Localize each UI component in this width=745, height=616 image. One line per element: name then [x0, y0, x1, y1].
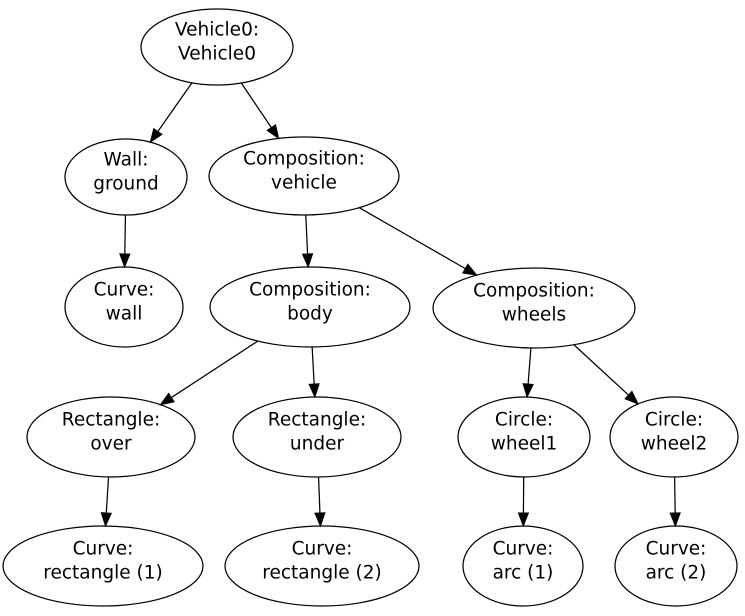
- graph-node-curve-arc-1: Curve: arc (1): [462, 525, 584, 607]
- graph-node-label-line1: Wall:: [104, 150, 149, 171]
- graph-node-label-line1: Curve:: [73, 539, 134, 560]
- graph-edge-composition-wheels--circle-wheel1: [522, 347, 534, 399]
- edge-line: [157, 82, 193, 132]
- graph-node-label-line1: Curve:: [493, 539, 554, 560]
- edge-line: [311, 346, 315, 385]
- edge-line: [124, 214, 127, 255]
- edge-arrowhead-icon: [266, 124, 280, 140]
- graph-node-ellipse: [64, 138, 188, 216]
- graph-node-label-line1: Composition:: [473, 281, 595, 302]
- graph-node-label-line1: Curve:: [292, 539, 353, 560]
- edge-line: [171, 340, 259, 399]
- graph-edge-composition-body--rectangle-under: [308, 346, 320, 399]
- graph-node-curve-wall: Curve: wall: [64, 266, 184, 348]
- graph-node-label-line1: Rectangle:: [268, 410, 366, 431]
- edge-arrowhead-icon: [669, 512, 681, 528]
- graph-node-ellipse: [609, 396, 739, 478]
- graph-node-label-line2: body: [287, 304, 333, 325]
- graph-edge-rectangle-under--curve-rectangle-2: [314, 476, 326, 528]
- graph-node-label-line1: Composition:: [243, 149, 365, 170]
- graph-node-circle-wheel1: Circle: wheel1: [457, 396, 591, 478]
- graph-node-label-line1: Rectangle:: [62, 410, 160, 431]
- graph-node-ellipse: [208, 136, 400, 216]
- graph-node-label-line2: wheel2: [641, 434, 708, 455]
- edge-line: [673, 476, 676, 514]
- graph-node-label-line2: arc (2): [646, 563, 707, 584]
- graph-node-label-line1: Composition:: [249, 280, 371, 301]
- edge-arrowhead-icon: [119, 253, 131, 269]
- graph-node-ellipse: [140, 8, 294, 86]
- graph-node-ellipse: [64, 266, 184, 348]
- graph-node-label-line1: Curve:: [646, 539, 707, 560]
- graph-node-label-line2: vehicle: [271, 173, 337, 194]
- edge-line: [317, 476, 321, 514]
- graph-edge-composition-vehicle--composition-wheels: [358, 207, 478, 276]
- graph-edge-rectangle-over--curve-rectangle-1: [100, 476, 113, 528]
- edge-line: [573, 344, 629, 396]
- edge-arrowhead-icon: [624, 390, 640, 405]
- graph-node-label-line2: ground: [93, 174, 158, 195]
- graph-edge-vehicle0--wall-ground: [149, 82, 193, 144]
- graph-node-vehicle0: Vehicle0: Vehicle0: [140, 8, 294, 86]
- graph-node-ellipse: [432, 267, 636, 349]
- edge-line: [105, 476, 110, 514]
- edge-line: [358, 207, 466, 270]
- graph-edge-wall-ground--curve-wall: [119, 214, 131, 269]
- graph-edge-circle-wheel2--curve-arc-2: [669, 476, 681, 528]
- graph-node-ellipse: [614, 525, 738, 607]
- graph-node-ellipse: [209, 266, 411, 348]
- graph-node-ellipse: [457, 396, 591, 478]
- graph-node-curve-rectangle-1: Curve: rectangle (1): [2, 525, 204, 607]
- edge-arrowhead-icon: [517, 512, 530, 528]
- graph-node-label-line2: arc (1): [493, 563, 554, 584]
- graph-node-label-line2: rectangle (1): [43, 563, 162, 584]
- edge-arrowhead-icon: [149, 127, 163, 144]
- graph-node-label-line2: rectangle (2): [262, 563, 381, 584]
- graph-node-curve-rectangle-2: Curve: rectangle (2): [224, 525, 420, 607]
- graph-edge-vehicle0--composition-vehicle: [240, 82, 280, 140]
- graph-edge-composition-wheels--circle-wheel2: [573, 344, 640, 405]
- graph-node-ellipse: [26, 396, 196, 478]
- graph-node-wall-ground: Wall: ground: [64, 138, 188, 216]
- edge-line: [305, 214, 309, 255]
- edge-arrowhead-icon: [314, 512, 326, 528]
- graph-edge-composition-vehicle--composition-body: [301, 214, 314, 269]
- edge-arrowhead-icon: [522, 383, 534, 399]
- graph-node-label-line1: Vehicle0:: [175, 20, 259, 41]
- graph-edge-composition-body--rectangle-over: [159, 340, 259, 406]
- graph-node-rectangle-under: Rectangle: under: [232, 396, 402, 478]
- graph-node-ellipse: [2, 525, 204, 607]
- graph-node-label-line1: Curve:: [94, 280, 155, 301]
- edge-arrowhead-icon: [100, 512, 113, 528]
- edge-arrowhead-icon: [301, 253, 314, 269]
- edge-line: [527, 347, 532, 385]
- graph-node-composition-vehicle: Composition: vehicle: [208, 136, 400, 216]
- graph-node-circle-wheel2: Circle: wheel2: [609, 396, 739, 478]
- graph-node-label-line1: Circle:: [645, 410, 703, 431]
- graph-node-composition-body: Composition: body: [209, 266, 411, 348]
- graph-node-label-line1: Circle:: [495, 410, 553, 431]
- graph-node-rectangle-over: Rectangle: over: [26, 396, 196, 478]
- edge-arrowhead-icon: [462, 263, 478, 276]
- graph-node-label-line2: wall: [106, 304, 143, 325]
- graph-node-label-line2: wheels: [502, 305, 566, 326]
- graph-node-label-line2: wheel1: [491, 434, 558, 455]
- graph-node-label-line2: over: [90, 434, 132, 455]
- edge-line: [240, 82, 272, 128]
- graph-node-ellipse: [232, 396, 402, 478]
- graph-node-ellipse: [224, 525, 420, 607]
- edge-arrowhead-icon: [308, 383, 320, 399]
- graph-edge-circle-wheel1--curve-arc-1: [517, 476, 530, 528]
- edge-arrowhead-icon: [159, 392, 175, 406]
- graph-node-label-line2: Vehicle0: [178, 44, 256, 65]
- graph-node-curve-arc-2: Curve: arc (2): [614, 525, 738, 607]
- graph-node-composition-wheels: Composition: wheels: [432, 267, 636, 349]
- graph-node-label-line2: under: [290, 434, 345, 455]
